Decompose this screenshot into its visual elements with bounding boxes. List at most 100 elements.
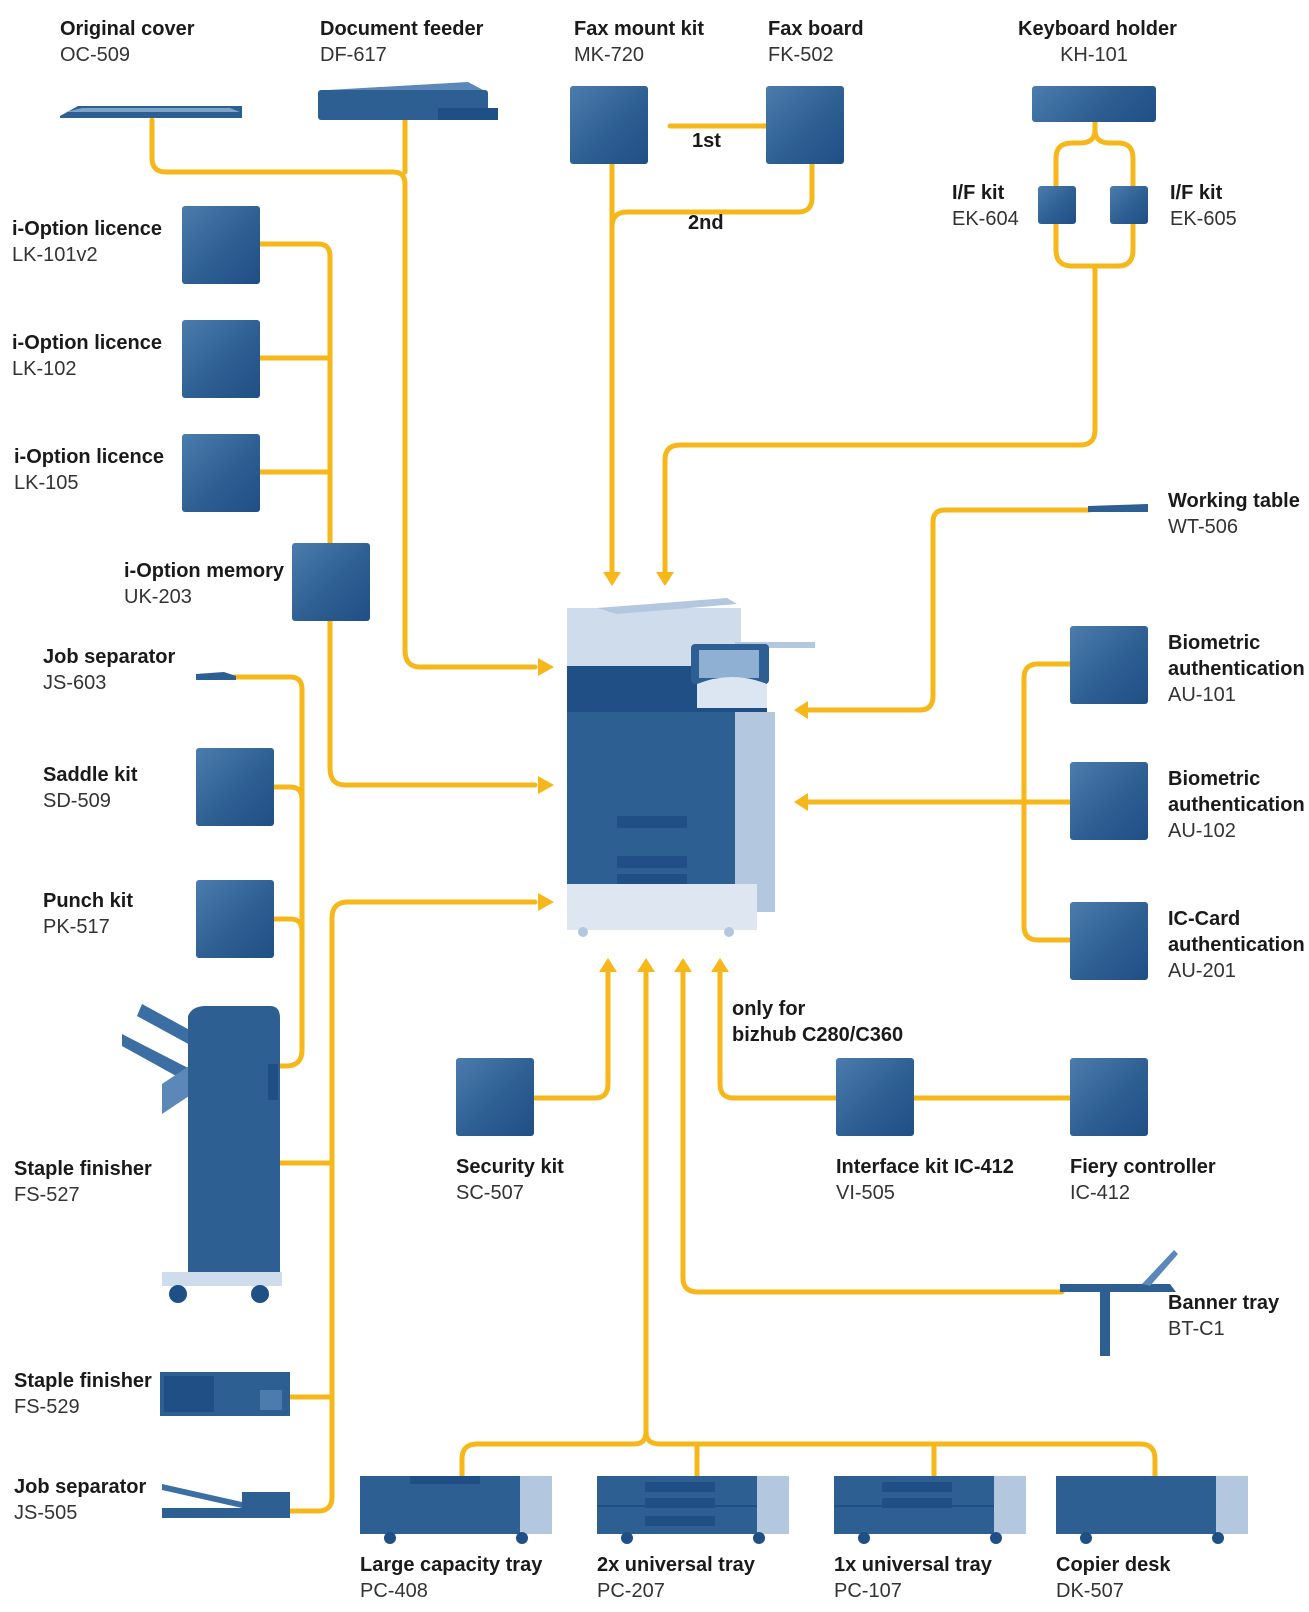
label-job-separator-505: Job separator JS-505: [14, 1474, 146, 1526]
label-code: MK-720: [574, 44, 645, 66]
label-title: 1x universal tray: [834, 1554, 992, 1576]
label-only-for-models: only for bizhub C280/C360: [732, 996, 903, 1048]
label-title: Staple finisher: [14, 1370, 152, 1392]
label-title: I/F kit: [1170, 182, 1223, 204]
label-code: UK-203: [124, 586, 192, 608]
label-code: AU-201: [1168, 960, 1236, 982]
label-code: SD-509: [43, 790, 111, 812]
staple-finisher-fs527-shape: [122, 1004, 282, 1303]
label-title: Copier desk: [1056, 1554, 1171, 1576]
label-title: Fiery controller: [1070, 1156, 1216, 1178]
label-large-capacity-tray: Large capacity tray PC-408: [360, 1552, 542, 1604]
label-title: 2x universal tray: [597, 1554, 755, 1576]
label-ioption-lk101: i-Option licence LK-101v2: [12, 216, 162, 268]
label-original-cover: Original cover OC-509: [60, 16, 195, 68]
label-banner-tray: Banner tray BT-C1: [1168, 1290, 1279, 1342]
copier-desk-shape: [1056, 1476, 1248, 1544]
label-code: LK-102: [12, 358, 77, 380]
label-code: LK-101v2: [12, 244, 98, 266]
label-title: Original cover: [60, 18, 195, 40]
label-title-line1: IC-Card: [1168, 908, 1241, 930]
label-title: i-Option licence: [12, 332, 163, 354]
label-title: Fax board: [768, 18, 864, 40]
large-capacity-tray-shape: [360, 1476, 552, 1544]
label-code: BT-C1: [1168, 1318, 1225, 1340]
label-code: OC-509: [60, 44, 131, 66]
label-code: VI-505: [836, 1182, 895, 1204]
fax-board-unit: [766, 86, 844, 164]
label-line2: bizhub C280/C360: [732, 1024, 904, 1046]
label-title: Keyboard holder: [1018, 18, 1177, 40]
label-biometric-au102: Biometric authentication AU-102: [1168, 766, 1305, 844]
label-title: Fax mount kit: [574, 18, 705, 40]
label-fax-2nd: 2nd: [688, 212, 724, 234]
label-title: Saddle kit: [43, 764, 138, 786]
if-kit-ek605-unit: [1110, 186, 1148, 224]
label-title-line1: Biometric: [1168, 632, 1261, 654]
document-feeder-shape: [318, 82, 498, 120]
label-ioption-lk105: i-Option licence LK-105: [14, 444, 164, 496]
label-code: DF-617: [320, 44, 387, 66]
label-fax-mount-kit: Fax mount kit MK-720: [574, 16, 704, 68]
biometric-au102-unit: [1070, 762, 1148, 840]
ioption-memory-unit: [292, 543, 370, 621]
label-title: I/F kit: [952, 182, 1005, 204]
label-code: FK-502: [768, 44, 834, 66]
label-code: KH-101: [1060, 44, 1128, 66]
keyboard-holder-unit: [1032, 86, 1156, 122]
fiery-controller-unit: [1070, 1058, 1148, 1136]
label-code: DK-507: [1056, 1580, 1124, 1602]
label-code: IC-412: [1070, 1182, 1131, 1204]
label-code: PC-107: [834, 1580, 902, 1602]
label-working-table: Working table WT-506: [1168, 488, 1300, 540]
label-title: Large capacity tray: [360, 1554, 543, 1576]
label-staple-finisher-fs527: Staple finisher FS-527: [14, 1156, 152, 1208]
label-code: FS-527: [14, 1184, 80, 1206]
label-if-kit-ek605: I/F kit EK-605: [1170, 180, 1237, 232]
label-code: JS-603: [43, 672, 107, 694]
label-title-line2: authentication: [1168, 934, 1305, 956]
label-title: Staple finisher: [14, 1158, 152, 1180]
label-code: FS-529: [14, 1396, 80, 1418]
punch-kit-unit: [196, 880, 274, 958]
interface-kit-unit: [836, 1058, 914, 1136]
working-table-shape: [1088, 504, 1148, 512]
label-title: i-Option licence: [14, 446, 165, 468]
label-punch-kit: Punch kit PK-517: [43, 888, 133, 940]
label-title: i-Option memory: [124, 560, 285, 582]
label-title: Security kit: [456, 1156, 564, 1178]
label-fax-board: Fax board FK-502: [768, 16, 864, 68]
mfp-main-unit: [567, 598, 815, 937]
label-code: PK-517: [43, 916, 110, 938]
label-code: EK-604: [952, 208, 1019, 230]
staple-finisher-fs529-shape: [160, 1372, 290, 1416]
ic-card-au201-unit: [1070, 902, 1148, 980]
universal-2x-tray-shape: [597, 1476, 789, 1544]
banner-tray-shape: [1060, 1250, 1178, 1356]
label-ioption-memory: i-Option memory UK-203: [124, 558, 284, 610]
ioption-lk102-unit: [182, 320, 260, 398]
biometric-au101-unit: [1070, 626, 1148, 704]
label-fax-1st: 1st: [692, 130, 721, 152]
label-code: AU-101: [1168, 684, 1236, 706]
label-keyboard-holder: Keyboard holder KH-101: [1018, 16, 1177, 68]
if-kit-ek604-unit: [1038, 186, 1076, 224]
label-title: Working table: [1168, 490, 1300, 512]
label-title: i-Option licence: [12, 218, 163, 240]
label-title: Interface kit IC-412: [836, 1156, 1014, 1178]
ioption-lk101-unit: [182, 206, 260, 284]
label-biometric-au101: Biometric authentication AU-101: [1168, 630, 1305, 708]
label-code: JS-505: [14, 1502, 78, 1524]
label-universal-2x-tray: 2x universal tray PC-207: [597, 1552, 755, 1604]
fax-mount-kit-unit: [570, 86, 648, 164]
label-code: WT-506: [1168, 516, 1239, 538]
label-code: EK-605: [1170, 208, 1237, 230]
label-title: Job separator: [14, 1476, 147, 1498]
ioption-lk105-unit: [182, 434, 260, 512]
label-saddle-kit: Saddle kit SD-509: [43, 762, 137, 814]
label-title-line2: authentication: [1168, 658, 1305, 680]
label-title-line2: authentication: [1168, 794, 1305, 816]
label-ic-card-au201: IC-Card authentication AU-201: [1168, 906, 1305, 984]
label-title: Banner tray: [1168, 1292, 1280, 1314]
